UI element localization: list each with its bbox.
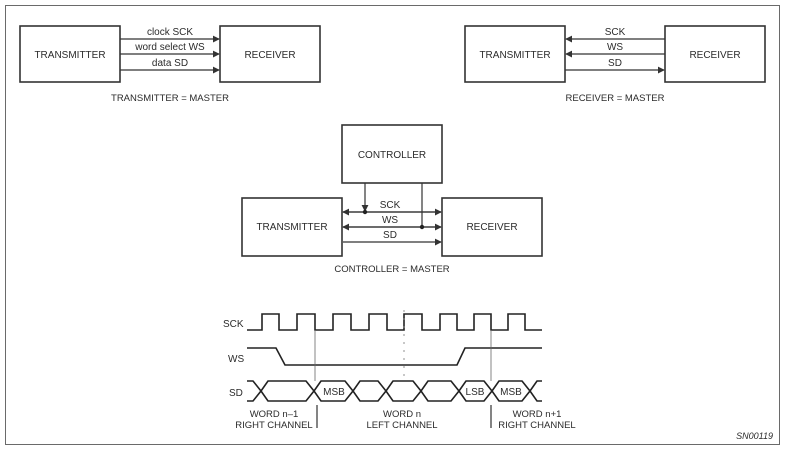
caption-2: RECEIVER = MASTER [566, 93, 665, 104]
ws-label-2: WS [607, 42, 623, 53]
transmitter-label-2: TRANSMITTER [479, 50, 550, 61]
sd-signal-name: SD [229, 388, 243, 399]
receiver-label-3: RECEIVER [466, 222, 517, 233]
receiver-label-2: RECEIVER [689, 50, 740, 61]
word-label-next-2: RIGHT CHANNEL [498, 420, 575, 431]
sd-waveform-top [247, 380, 542, 393]
sck-waveform [247, 313, 542, 331]
diagram-receiver-master: TRANSMITTER RECEIVER SCK WS SD RECEIVER … [464, 25, 766, 104]
sd-waveform-bottom [247, 389, 542, 402]
receiver-box-2 [664, 25, 766, 83]
ws-waveform [247, 347, 542, 366]
ws-label-1: word select WS [134, 42, 205, 53]
msb-label-1: MSB [323, 387, 345, 398]
sck-label-3: SCK [380, 200, 401, 211]
sck-signal-name: SCK [223, 319, 244, 330]
ws-label-3: WS [382, 215, 398, 226]
transmitter-label-3: TRANSMITTER [256, 222, 327, 233]
controller-box [341, 124, 443, 184]
ws-signal-name: WS [228, 354, 244, 365]
sd-label-1: data SD [152, 58, 188, 69]
sd-label-2: SD [608, 58, 622, 69]
sck-label-1: clock SCK [147, 27, 193, 38]
timing-diagram: SCK WS SD MSB LSB MSB WORD n–1 RIGHT CHA… [223, 310, 576, 431]
ws-junction [419, 224, 425, 230]
caption-1: TRANSMITTER = MASTER [111, 93, 229, 104]
sck-label-2: SCK [605, 27, 626, 38]
receiver-label-1: RECEIVER [244, 50, 295, 61]
controller-label: CONTROLLER [358, 150, 426, 161]
word-label-prev-1: WORD n–1 [250, 409, 299, 420]
word-label-prev-2: RIGHT CHANNEL [235, 420, 312, 431]
transmitter-box-2 [464, 25, 566, 83]
receiver-box-3 [441, 197, 543, 257]
sd-label-3: SD [383, 230, 397, 241]
word-label-curr-1: WORD n [383, 409, 421, 420]
diagram-controller-master: CONTROLLER TRANSMITTER RECEIVER SCK WS S… [241, 124, 543, 275]
receiver-box-1 [219, 25, 321, 83]
transmitter-label-1: TRANSMITTER [34, 50, 105, 61]
lsb-label: LSB [466, 387, 485, 398]
caption-3: CONTROLLER = MASTER [334, 264, 449, 275]
figure-reference: SN00119 [736, 431, 773, 441]
word-label-curr-2: LEFT CHANNEL [366, 420, 437, 431]
diagram-transmitter-master: TRANSMITTER RECEIVER clock SCK word sele… [19, 25, 321, 104]
msb-label-2: MSB [500, 387, 522, 398]
figure-frame [5, 5, 780, 445]
word-label-next-1: WORD n+1 [513, 409, 562, 420]
transmitter-box-3 [241, 197, 343, 257]
sck-junction [362, 209, 368, 215]
transmitter-box-1 [19, 25, 121, 83]
